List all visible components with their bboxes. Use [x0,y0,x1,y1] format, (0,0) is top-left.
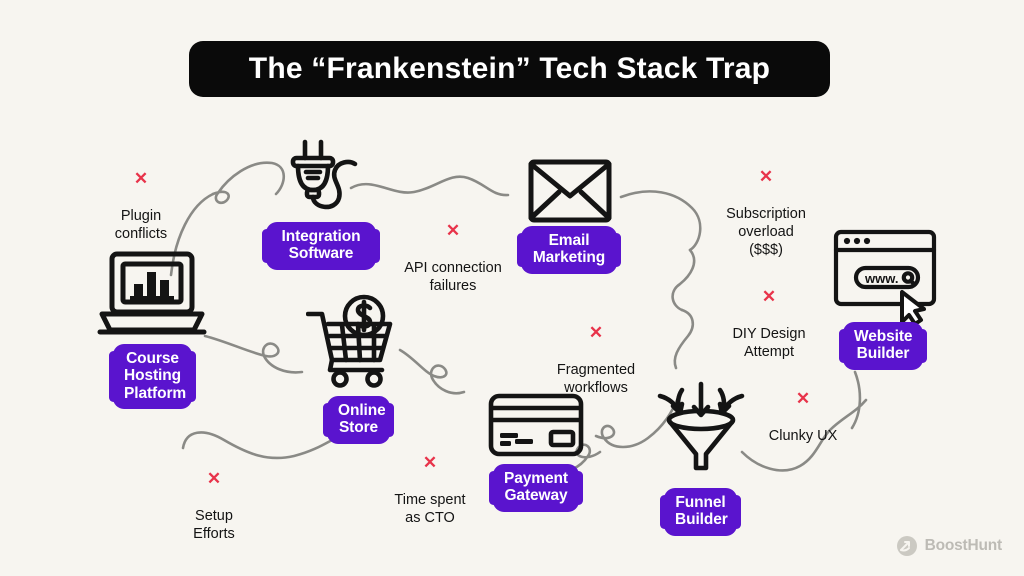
watermark: BoostHunt [896,535,1002,557]
page-title-text: The “Frankenstein” Tech Stack Trap [248,52,771,85]
x-mark-icon: ✕ [206,468,222,488]
x-mark-icon: ✕ [445,220,461,240]
pain-point-time-spent-as-cto: ✕ Time spent as CTO [382,436,478,528]
badge-course-hosting-platform[interactable]: Course Hosting Platform [109,344,196,410]
pain-point-diy-design-attempt: ✕ DIY Design Attempt [714,270,824,362]
connector-laptop-to-store [203,334,304,374]
pain-point-api-connection-failures: ✕ API connection failures [382,204,524,296]
pain-point-label: Subscription overload ($$$) [726,205,806,258]
pain-point-label: API connection failures [404,259,502,294]
connector-vertical-right [671,248,696,312]
connector-store-to-right [398,348,466,395]
pain-point-subscription-overload: ✕ Subscription overload ($$$) [706,150,826,260]
badge-payment-gateway[interactable]: Payment Gateway [489,464,583,512]
laptop-chart-icon [96,248,208,340]
x-mark-icon: ✕ [795,388,811,408]
watermark-text: BoostHunt [924,537,1003,554]
funnel-icon [652,376,750,472]
credit-card-icon [487,392,585,458]
pain-point-label: Time spent as CTO [394,491,466,526]
pain-point-plugin-conflicts: ✕ Plugin conflicts [102,152,180,244]
pain-point-label: Plugin conflicts [114,207,168,242]
pain-point-fragmented-workflows: ✕ Fragmented workflows [542,306,650,398]
pain-point-label: Setup Efforts [193,507,235,542]
cursor-arrow-icon [900,290,926,324]
connector-browser-down [850,370,862,430]
pain-point-clunky-ux: ✕ Clunky UX [756,372,850,446]
x-mark-icon: ✕ [588,322,604,342]
x-mark-icon: ✕ [761,286,777,306]
envelope-icon [527,158,613,224]
badge-funnel-builder[interactable]: Funnel Builder [660,488,741,536]
pain-point-label: Clunky UX [768,427,838,444]
pain-point-setup-efforts: ✕ Setup Efforts [176,452,252,544]
badge-website-builder[interactable]: Website Builder [839,322,927,370]
power-plug-icon [287,136,359,218]
connector-envelope-to-browser [619,190,702,252]
x-mark-icon: ✕ [758,166,774,186]
page-title: The “Frankenstein” Tech Stack Trap [189,41,830,97]
pain-point-label: DIY Design Attempt [732,325,806,360]
browser-window-icon: www. [832,228,940,324]
x-mark-icon: ✕ [133,168,149,188]
badge-online-store[interactable]: Online Store [323,396,394,444]
boosthunt-logo-icon [896,536,917,556]
shopping-cart-dollar-icon [306,292,400,388]
pain-point-label: Fragmented workflows [556,361,636,396]
badge-integration-software[interactable]: Integration Software [262,222,380,270]
badge-email-marketing[interactable]: Email Marketing [517,226,621,274]
connector-plug-to-envelope [349,175,510,197]
browser-url-text: www. [864,271,898,286]
x-mark-icon: ✕ [422,452,438,472]
